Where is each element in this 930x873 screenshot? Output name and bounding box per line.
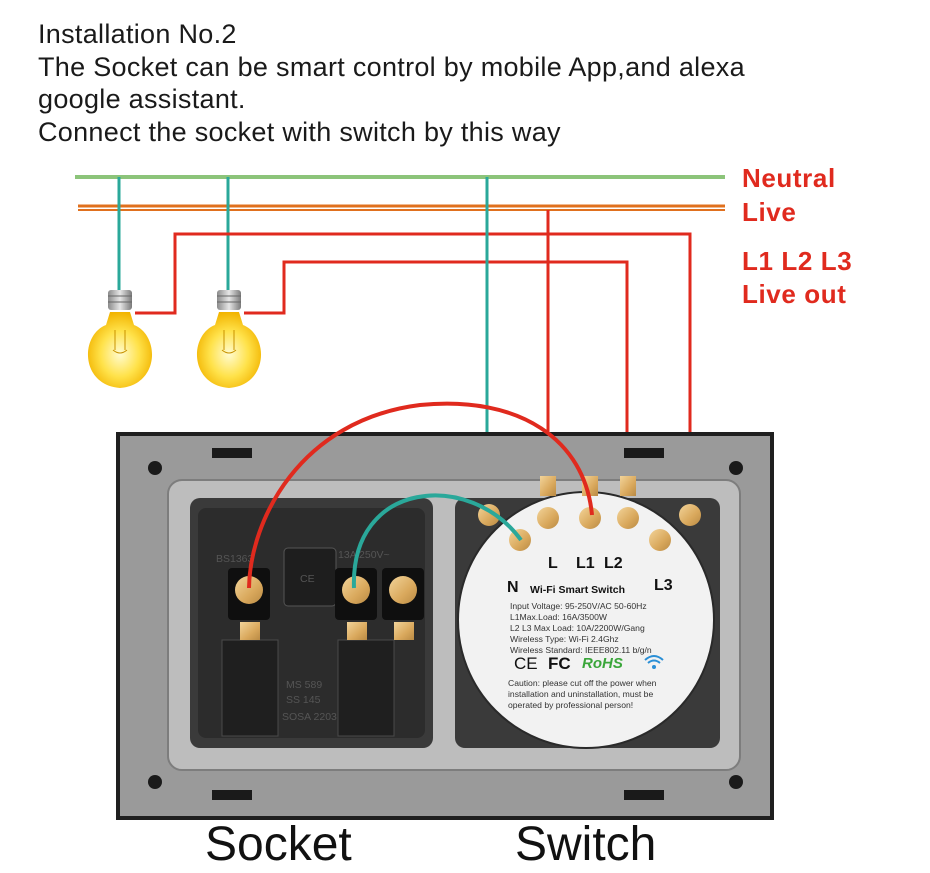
intro-line-description-cont: google assistant. <box>38 84 246 114</box>
intro-line-title: Installation No.2 <box>38 19 237 49</box>
switch-module: L L1 L2 N L3 Wi-Fi Smart Switch Input Vo… <box>455 476 720 749</box>
switch-terminal-l-hole <box>537 507 559 529</box>
switch-caution-2: installation and uninstallation, must be <box>508 689 653 699</box>
switch-label-l1: L1 <box>576 555 595 572</box>
cert-rohs-mark: RoHS <box>582 655 623 672</box>
intro-line-instruction: Connect the socket with switch by this w… <box>38 116 561 147</box>
socket-mark-sosa: SOSA 2203 <box>282 711 337 723</box>
wifi-icon <box>644 655 664 669</box>
live-out-label-line1: L1 L2 L3 <box>742 246 852 276</box>
l2-live-out-wire <box>244 260 629 480</box>
socket-caption: Socket <box>205 818 352 871</box>
socket-mark-rating: 13A 250V~ <box>338 549 390 561</box>
switch-caution-3: operated by professional person! <box>508 700 633 710</box>
light-bulb-1-icon <box>87 290 153 388</box>
switch-caption: Switch <box>515 818 656 871</box>
light-bulb-2-icon <box>196 290 262 388</box>
socket-terminal-live <box>228 568 270 640</box>
switch-terminal-l2-hole <box>617 507 639 529</box>
cert-fc-mark: FC <box>548 654 571 673</box>
switch-spec-4: Wireless Type: Wi-Fi 2.4Ghz <box>510 634 619 644</box>
switch-spec-5: Wireless Standard: IEEE802.11 b/g/n <box>510 645 652 655</box>
neutral-label: Neutral <box>742 163 836 193</box>
socket-mark-ss: SS 145 <box>286 694 321 706</box>
socket-neutral-jumper-wire <box>351 493 523 589</box>
socket-mark-ce: CE <box>300 573 315 585</box>
socket-mark-bs: BS1363 <box>216 553 254 565</box>
switch-spec-3: L2 L3 Max Load: 10A/2200W/Gang <box>510 623 645 633</box>
socket-mark-ms: MS 589 <box>286 679 322 691</box>
switch-terminal-l3-hole <box>679 504 701 526</box>
cert-ce-mark: CE <box>514 654 538 673</box>
switch-caution-1: Caution: please cut off the power when <box>508 678 657 688</box>
intro-line-description: The Socket can be smart control by mobil… <box>38 51 745 82</box>
switch-label-l: L <box>548 555 558 572</box>
switch-spec-1: Input Voltage: 95-250V/AC 50-60Hz <box>510 601 647 611</box>
switch-terminal-l3-screw <box>649 529 671 551</box>
socket-terminal-neutral <box>335 568 377 640</box>
l3-live-out-wire <box>135 232 692 505</box>
live-out-label-line2: Live out <box>742 279 846 309</box>
switch-label-l2: L2 <box>604 555 623 572</box>
socket-terminal-earth <box>382 568 424 640</box>
socket-module: BS1363 13A 250V~ CE MS 589 SS 145 SOSA 2… <box>190 498 433 748</box>
switch-label-n: N <box>507 579 519 596</box>
switch-name: Wi-Fi Smart Switch <box>530 584 625 596</box>
switch-spec-2: L1Max.Load: 16A/3500W <box>510 612 608 622</box>
live-label: Live <box>742 197 796 227</box>
switch-terminal-l1-hole <box>579 507 601 529</box>
switch-label-l3: L3 <box>654 577 673 594</box>
socket-live-jumper-wire <box>247 401 594 589</box>
intro-text: Installation No.2 The Socket can be smar… <box>38 18 918 148</box>
